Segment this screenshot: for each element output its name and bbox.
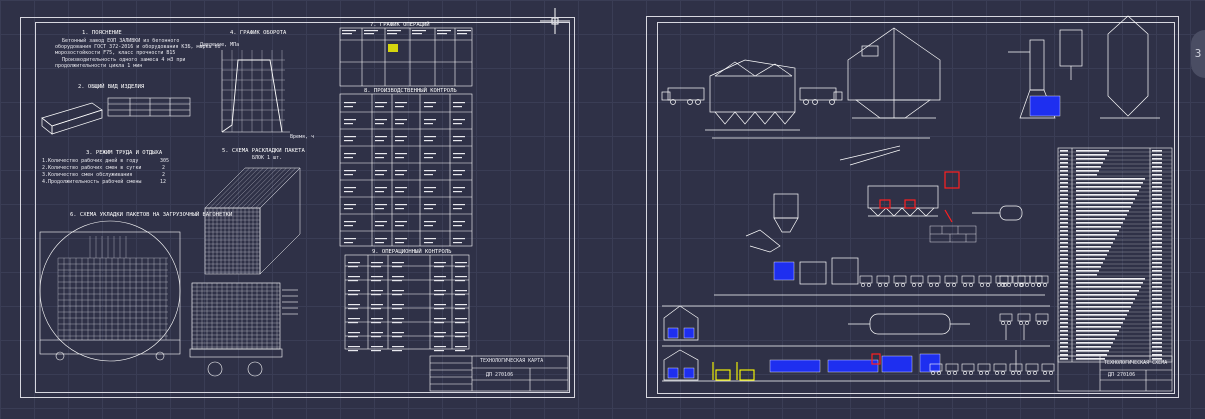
silo-house: [847, 27, 941, 119]
table3-title: 9. ОПЕРАЦИОННЫЙ КОНТРОЛЬ: [372, 249, 452, 255]
autoclave: [848, 313, 970, 335]
right-sheet-inner-frame: [657, 22, 1175, 394]
press-machine: [799, 261, 827, 285]
regime-row-1-value: 305: [160, 158, 170, 164]
table-operations: [339, 27, 473, 87]
red-markers: [871, 171, 960, 365]
equipment-legend: [1057, 147, 1173, 363]
regime-row-4-value: 12: [160, 179, 167, 185]
table2-title: 8. ПРОИЗВОДСТВЕННЫЙ КОНТРОЛЬ: [364, 88, 457, 94]
wagon-rows: [859, 275, 1055, 375]
hopper-unit: [745, 193, 799, 253]
pressure-graph: [221, 50, 290, 133]
regime-row-1-label: 1.Количество рабочих дней в году: [42, 158, 139, 164]
section2-title: 2. ОБЩИЙ ВИД ИЗДЕЛИЯ: [78, 84, 145, 90]
stamp-left-code: ДП 270106: [486, 372, 514, 378]
left-sheet-inner-frame: [35, 22, 570, 393]
cement-silo: [1100, 15, 1160, 119]
section1-text-5: продолжительности цикла 1 мин: [55, 63, 143, 69]
graph-xlabel: Время, ч: [290, 134, 315, 140]
package-grid-3d: [204, 167, 301, 275]
table1-title: 7. ГРАФИК ОПЕРАЦИЙ: [370, 22, 430, 28]
yellow-forklifts: [712, 362, 755, 381]
stamp-right-title: ТЕХНОЛОГИЧЕСКАЯ СХЕМА: [1104, 360, 1168, 366]
pump-station: [1029, 95, 1061, 117]
section1-text-4: Производительность одного замеса 4 м3 пр…: [62, 57, 186, 63]
dosing-units: [867, 185, 1023, 221]
title-block-left: [429, 355, 569, 392]
small-building-2: [663, 349, 699, 381]
loading-scheme: [39, 220, 181, 362]
regime-row-3-label: 3.Количество смен обслуживания: [42, 172, 133, 178]
truck-1: [661, 87, 705, 105]
table-operational-control: [344, 254, 470, 350]
stamp-right-code: ДП 270106: [1108, 372, 1136, 378]
section4-title: 4. ГРАФИК ОБОРОТА: [230, 30, 287, 36]
table-production-control: [339, 93, 473, 247]
section3-title: 3. РЕЖИМ ТРУДА И ОТДЫХА: [86, 150, 163, 156]
wagon-stack: [189, 282, 298, 377]
regime-row-2-value: 2: [162, 165, 166, 171]
section1-title: 1. ПОЯСНЕНИЕ: [82, 30, 122, 36]
regime-row-3-value: 2: [162, 172, 166, 178]
regime-row-2-label: 2.Количество рабочих смен в сутки: [42, 165, 142, 171]
section1-text-2: оборудования ГОСТ 372-2016 и оборудовани…: [55, 44, 221, 50]
mixer-tower: [1008, 29, 1083, 119]
section1-text-3: морозостойкости F75, класс прочности B15: [55, 50, 176, 56]
product-block-sketch: [41, 102, 103, 135]
small-building-1: [663, 305, 699, 341]
brick-stack: [929, 225, 977, 243]
section1-text-1: Бетонный завод ЕОП ЗАЛИВКИ из бетонного: [62, 38, 180, 44]
section5-subtitle: БЛОК 1 шт.: [252, 155, 283, 161]
product-spec-table: [107, 97, 191, 117]
left-drawing-sheet[interactable]: [20, 17, 575, 398]
stamp-left-title: ТЕХНОЛОГИЧЕСКАЯ КАРТА: [480, 358, 544, 364]
cutting-machine: [831, 257, 859, 285]
truck-2: [799, 87, 843, 105]
tables-column: [339, 27, 473, 350]
right-drawing-sheet[interactable]: [646, 16, 1179, 398]
viewcube-tab[interactable]: 3: [1191, 30, 1205, 78]
graph-ylabel: Давление, МПа: [200, 42, 240, 48]
highlight-cell: [388, 44, 398, 52]
section6-title: 6. СХЕМА УКЛАДКИ ПАКЕТОВ НА ЗАГРУЗОЧНЫЙ …: [70, 212, 233, 218]
title-block-right: [1057, 355, 1173, 392]
regime-row-4-label: 4.Продолжительность рабочей смены: [42, 179, 142, 185]
storage-warehouse: [705, 59, 800, 131]
section5-title: 5. СХЕМА РАСКЛАДКИ ПАКЕТА: [222, 148, 305, 154]
